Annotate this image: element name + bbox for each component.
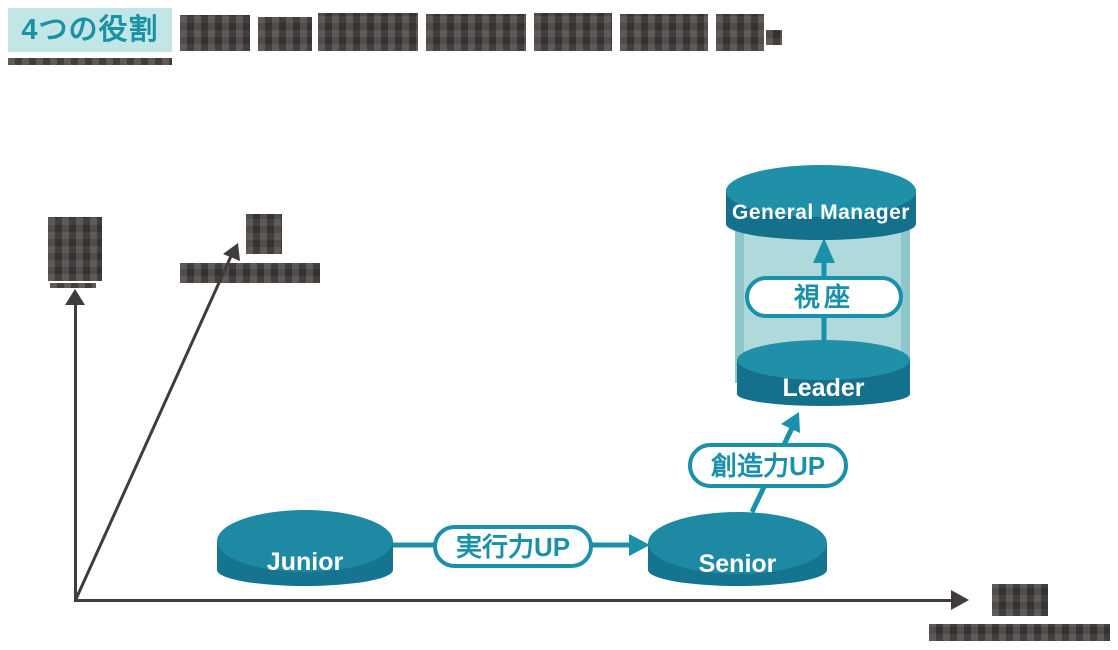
title-redacted-block bbox=[318, 13, 418, 51]
title-redacted-block bbox=[534, 13, 612, 51]
title-redacted-block bbox=[620, 14, 708, 51]
title-badge: 4つの役割 bbox=[8, 8, 172, 52]
general-manager-label: General Manager bbox=[732, 201, 910, 224]
x-axis-arrowhead-icon bbox=[951, 590, 969, 610]
leader-label: Leader bbox=[782, 374, 865, 402]
leader-cylinder: Leader bbox=[737, 340, 910, 406]
growth-diagonal-line bbox=[74, 253, 234, 600]
arrow-junior-to-senior-head-icon bbox=[629, 534, 650, 556]
title-redacted-period bbox=[766, 30, 782, 45]
title-redacted-block bbox=[258, 17, 312, 51]
title-redacted-block bbox=[716, 14, 764, 51]
junior-label: Junior bbox=[266, 548, 344, 576]
diagonal-axis-label-redacted bbox=[246, 214, 282, 254]
y-axis-arrowhead-icon bbox=[65, 289, 85, 305]
junior-cylinder: Junior bbox=[217, 510, 393, 586]
title-redacted-block bbox=[426, 14, 526, 51]
y-axis-label-underline-redacted bbox=[50, 283, 96, 288]
title-redacted-block bbox=[180, 15, 250, 51]
cylinder-top-face bbox=[217, 510, 393, 572]
general-manager-cylinder: General Manager bbox=[726, 165, 916, 240]
execution-up-pill: 実行力UP bbox=[433, 525, 593, 568]
cylinder-top-face bbox=[648, 512, 827, 574]
x-axis-label-redacted bbox=[992, 584, 1048, 616]
cylinder-top-face bbox=[726, 165, 916, 217]
arrow-senior-to-leader-head-icon bbox=[781, 412, 800, 433]
diagonal-axis-caption-redacted bbox=[180, 263, 320, 283]
diagonal-arrowhead-icon bbox=[223, 243, 240, 261]
badge-subtitle-redacted bbox=[8, 58, 172, 65]
senior-label: Senior bbox=[698, 550, 777, 578]
y-axis-label-redacted bbox=[48, 217, 102, 281]
senior-cylinder: Senior bbox=[648, 512, 827, 586]
perspective-pill: 視座 bbox=[745, 276, 903, 318]
x-axis-caption-redacted bbox=[929, 624, 1110, 641]
creativity-up-pill: 創造力UP bbox=[688, 443, 848, 488]
